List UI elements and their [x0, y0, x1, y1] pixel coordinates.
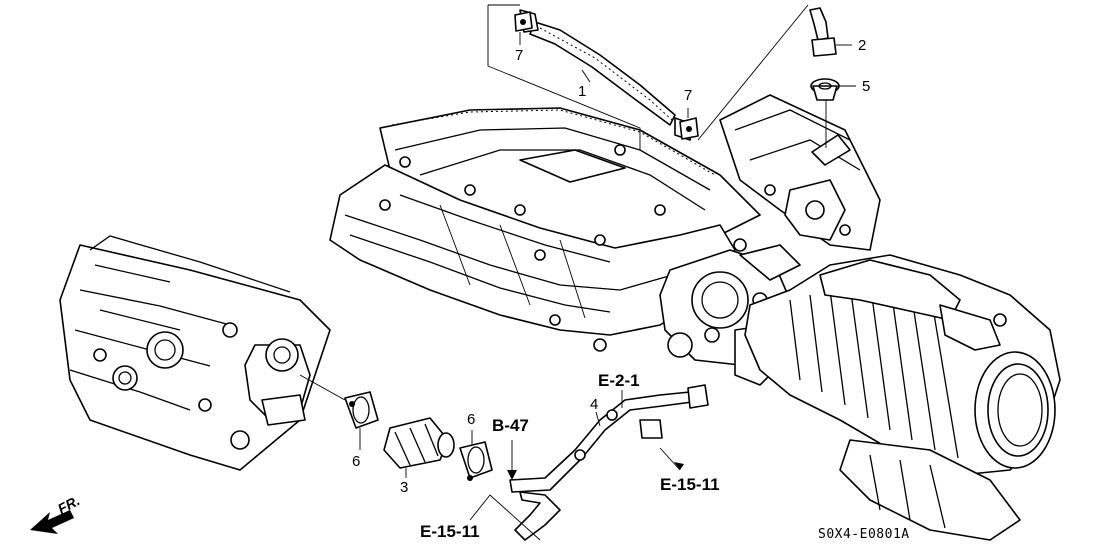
part-label-7-right: 7 [684, 87, 693, 104]
part-label-5: 5 [862, 78, 871, 95]
part-label-3: 3 [400, 479, 409, 496]
air-intake-duct [744, 254, 1061, 541]
part-label-6-right: 6 [467, 411, 476, 428]
part-label-6-left: 6 [352, 453, 361, 470]
left-cylinder-head [59, 235, 331, 471]
part-label-7-left: 7 [515, 47, 524, 64]
hose-clamp-7-left [514, 11, 533, 32]
sensor-part-3 [383, 417, 455, 469]
part-label-2: 2 [858, 37, 867, 54]
part-label-4: 4 [590, 396, 599, 413]
drawing-code: S0X4-E0801A [818, 527, 910, 542]
intake-manifold [329, 107, 761, 352]
bypass-pipe-part-4 [509, 384, 709, 541]
ref-label-e-15-11-bottom: E-15-11 [420, 522, 480, 541]
hose-clamp-7-right [679, 117, 699, 140]
ref-label-e-15-11-right: E-15-11 [660, 475, 720, 494]
leader-lines [299, 4, 856, 541]
clamp-6-left [344, 391, 379, 429]
part-label-1: 1 [578, 83, 587, 100]
front-direction-arrow [30, 510, 74, 534]
clamp-6-right [459, 441, 493, 481]
ref-label-e-2-1: E-2-1 [598, 371, 640, 390]
ref-label-b-47: B-47 [492, 416, 529, 435]
grommet-part-5 [810, 78, 840, 101]
pcv-elbow-part-2 [809, 7, 837, 57]
right-manifold-section [719, 94, 881, 251]
